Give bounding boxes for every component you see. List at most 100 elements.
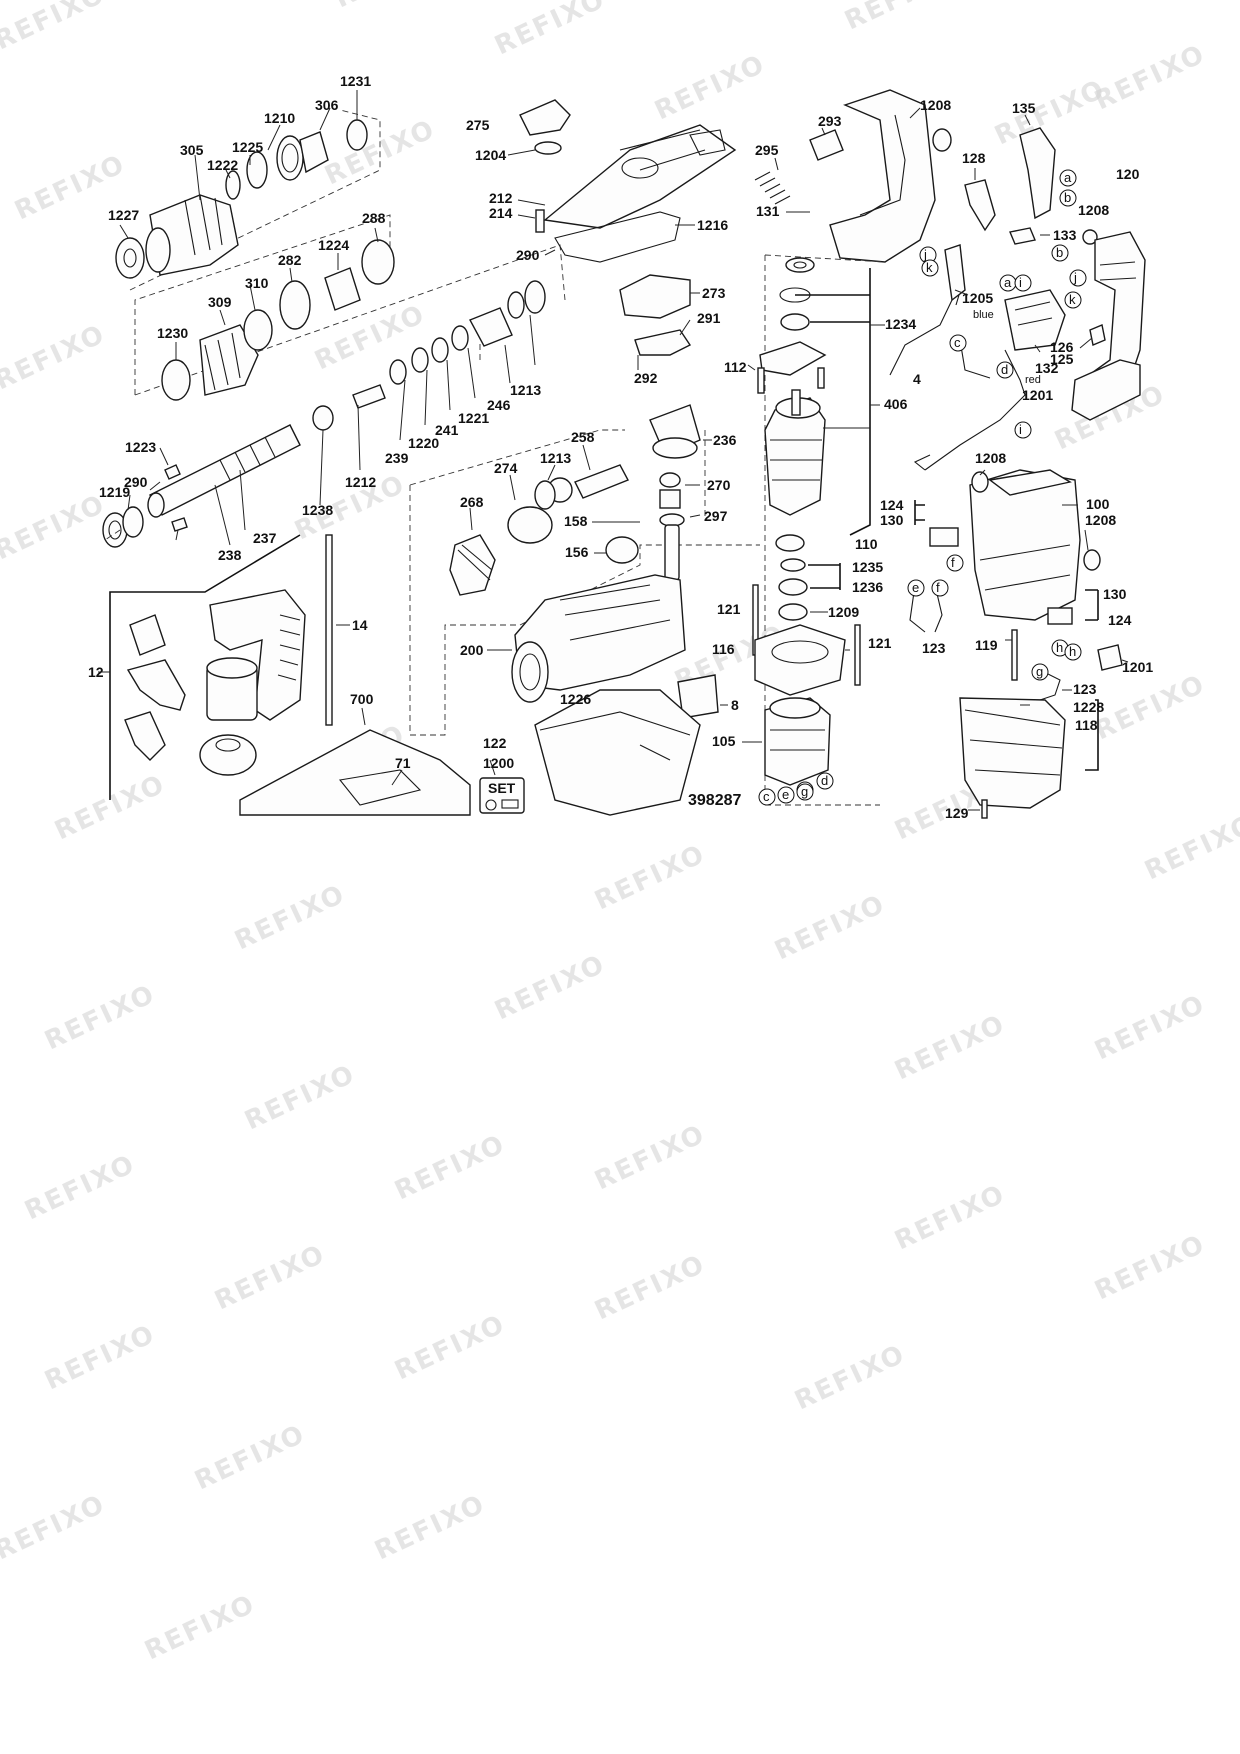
connector-circle (907, 579, 925, 597)
connector-circle (816, 772, 834, 790)
watermark: REFIXO (1090, 39, 1210, 116)
part-label-1225: 1225 (232, 139, 263, 155)
part-label-1231: 1231 (340, 73, 371, 89)
connector-marker-k: k (921, 259, 939, 277)
watermark: REFIXO (990, 74, 1110, 151)
connector-letter: j (923, 247, 927, 262)
part-label-1209: 1209 (828, 604, 859, 620)
watermark: REFIXO (210, 1239, 330, 1316)
part-label-123: 123 (1073, 681, 1097, 697)
part-label-1220: 1220 (408, 435, 439, 451)
connector-letter: f (951, 555, 955, 570)
watermark: REFIXO (20, 1149, 140, 1226)
watermark: REFIXO (840, 0, 960, 36)
connector-circle (1064, 643, 1082, 661)
watermark: REFIXO (0, 1489, 110, 1566)
connector-circle (758, 788, 776, 806)
connector-letter: c (954, 335, 961, 350)
part-label-1200: 1200 (483, 755, 514, 771)
connector-letter: e (912, 580, 919, 595)
part-label-116: 116 (712, 641, 735, 657)
part-label-1208: 1208 (975, 450, 1006, 466)
part-label-238: 238 (218, 547, 242, 563)
connector-marker-a: a (1059, 169, 1077, 187)
part-label-105: 105 (712, 733, 736, 749)
part-label-1210: 1210 (264, 110, 295, 126)
connector-circle (996, 361, 1014, 379)
part-label-1227: 1227 (108, 207, 139, 223)
part-label-1221: 1221 (458, 410, 489, 426)
connector-letter: d (821, 773, 828, 788)
part-label-131: 131 (756, 203, 780, 219)
watermark: REFIXO (0, 0, 110, 56)
switch-housing-group (889, 114, 1146, 819)
connector-letter: f (936, 580, 940, 595)
part-label-124: 124 (880, 497, 904, 513)
watermark: REFIXO (40, 1319, 160, 1396)
connector-letter: h (1056, 640, 1063, 655)
connector-circle (1059, 189, 1077, 207)
part-label-1235: 1235 (852, 559, 883, 575)
connector-circle (1051, 244, 1069, 262)
part-label-274: 274 (494, 460, 518, 476)
part-label-1228: 1228 (1073, 699, 1104, 715)
watermark: REFIXO (390, 1309, 510, 1386)
part-label-310: 310 (245, 275, 269, 291)
part-label-1226: 1226 (560, 691, 591, 707)
connector-circle (1059, 169, 1077, 187)
watermark: REFIXO (1090, 989, 1210, 1066)
connector-marker-e: e (907, 579, 925, 597)
part-label-1213: 1213 (540, 450, 571, 466)
watermark: REFIXO (590, 1119, 710, 1196)
connector-circle (796, 783, 814, 801)
connector-letter: k (926, 260, 933, 275)
connector-marker-i: i (1014, 274, 1032, 292)
connector-circle (1069, 269, 1087, 287)
watermark: REFIXO (890, 1009, 1010, 1086)
connector-letter: g (1036, 664, 1043, 679)
part-label-212: 212 (489, 190, 513, 206)
watermark: REFIXO (770, 889, 890, 966)
chuck-spindle-group (102, 90, 566, 548)
part-label-1223: 1223 (125, 439, 156, 455)
connector-circle (921, 259, 939, 277)
part-label-133: 133 (1053, 227, 1077, 243)
part-label-4: 4 (913, 371, 921, 387)
connector-marker-i: i (1014, 421, 1032, 439)
part-label-306: 306 (315, 97, 339, 113)
part-label-100: 100 (1086, 496, 1110, 512)
wire-color-red: red (1025, 374, 1041, 386)
part-label-1204: 1204 (475, 147, 506, 163)
part-label-121: 121 (717, 601, 741, 617)
watermark: REFIXO (240, 1059, 360, 1136)
connector-letter: k (1069, 292, 1076, 307)
connector-letter: h (1069, 644, 1076, 659)
part-label-273: 273 (702, 285, 726, 301)
connector-letter: b (1056, 245, 1063, 260)
part-label-14: 14 (352, 617, 368, 633)
part-label-236: 236 (713, 432, 737, 448)
part-label-200: 200 (460, 642, 484, 658)
part-label-1224: 1224 (318, 237, 349, 253)
part-label-12: 12 (88, 664, 104, 680)
part-label-135: 135 (1012, 100, 1036, 116)
connector-letter-markers: abbajkjkcdiieffhhggcegd (758, 169, 1087, 806)
part-label-292: 292 (634, 370, 658, 386)
part-label-1213: 1213 (510, 382, 541, 398)
connector-circle (1014, 274, 1032, 292)
part-label-246: 246 (487, 397, 511, 413)
connector-marker-f: f (931, 579, 949, 597)
watermark: REFIXO (1090, 669, 1210, 746)
part-label-71: 71 (395, 755, 411, 771)
part-label-1208: 1208 (1078, 202, 1109, 218)
connector-marker-d: d (816, 772, 834, 790)
part-label-297: 297 (704, 508, 728, 524)
part-label-118: 118 (1075, 717, 1098, 733)
part-label-237: 237 (253, 530, 277, 546)
watermark: REFIXO (330, 0, 450, 14)
watermark: REFIXO (490, 949, 610, 1026)
part-label-130: 130 (880, 512, 904, 528)
connector-marker-b: b (1059, 189, 1077, 207)
part-label-121: 121 (868, 635, 892, 651)
part-label-132: 132 (1035, 360, 1059, 376)
